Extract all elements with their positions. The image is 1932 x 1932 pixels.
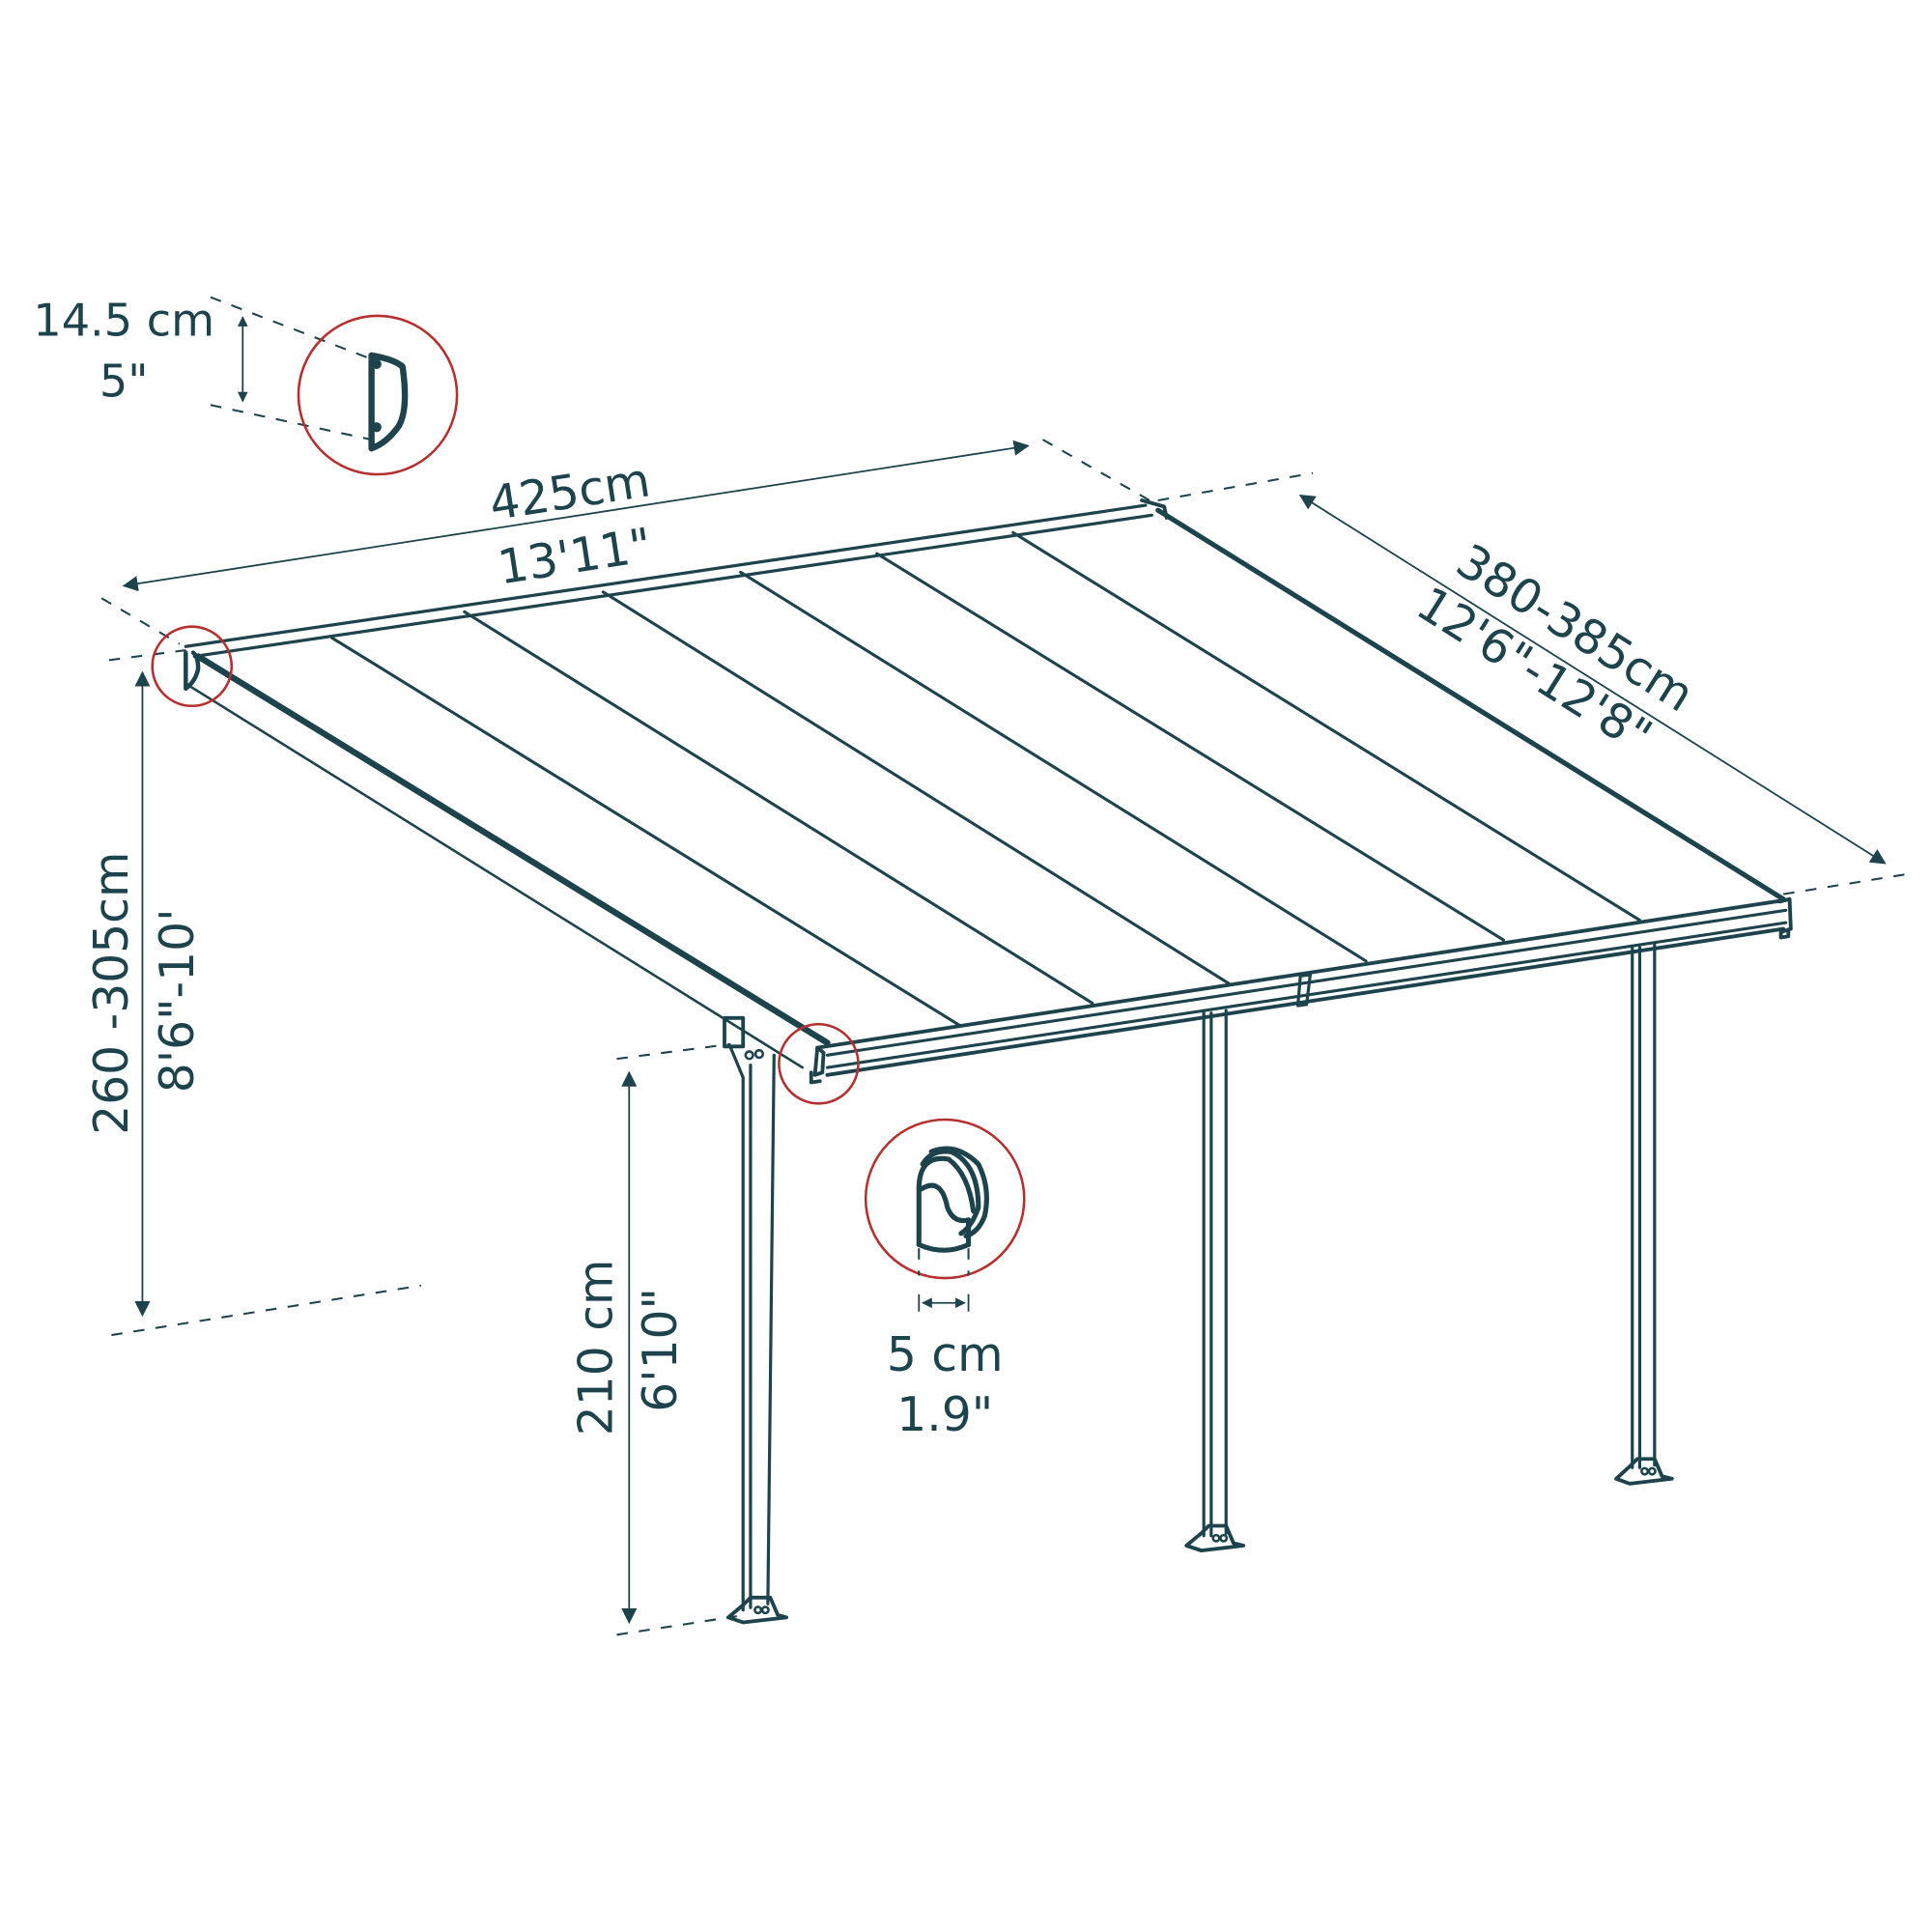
front-height-imperial: 6'10"	[634, 1288, 688, 1412]
downpipe-callout: 5 cm 1.9"	[864, 1118, 1026, 1442]
callout-circle-downpipe	[864, 1118, 1026, 1280]
front-gutter	[809, 896, 1793, 1085]
roof	[184, 498, 1793, 1085]
wall-height-metric: 260 -305cm	[85, 852, 139, 1135]
callout-circle-rear-corner	[151, 625, 234, 708]
width-dimension: 425cm 13'11"	[100, 439, 1152, 645]
callout-circle-gutter-corner	[778, 1022, 860, 1105]
wall-height-dimension: 260 -305cm 8'6"-10'	[85, 649, 422, 1337]
width-imperial: 13'11"	[495, 519, 655, 596]
downpipe-outlet-icon	[916, 1146, 989, 1253]
front-height-metric: 210 cm	[569, 1260, 623, 1436]
front-height-dimension: 210 cm 6'10"	[569, 1042, 737, 1636]
roof-panel-bars	[330, 530, 1641, 1028]
width-metric: 425cm	[486, 453, 654, 531]
rear-corner-callout	[151, 625, 234, 708]
wall-height-imperial: 8'6"-10'	[151, 909, 205, 1094]
depth-dimension: 380-385cm 12'6"-12'8"	[1157, 471, 1914, 895]
gutter-height-imperial: 5"	[99, 355, 149, 407]
post-front-left	[723, 1015, 789, 1625]
gutter-height-metric: 14.5 cm	[33, 294, 214, 346]
depth-arrow	[1298, 494, 1887, 865]
gutter-profile-callout: 14.5 cm 5"	[33, 294, 459, 476]
post-front-right	[1614, 943, 1674, 1486]
callout-circle-wall-bracket	[297, 314, 459, 476]
downpipe-metric: 5 cm	[887, 1328, 1004, 1382]
width-arrow	[122, 440, 1030, 592]
gutter-corner-callout	[778, 1022, 860, 1105]
post-front-middle	[1184, 1009, 1246, 1553]
wall-bracket-profile-icon	[368, 352, 409, 452]
downpipe-imperial: 1.9"	[896, 1388, 993, 1442]
